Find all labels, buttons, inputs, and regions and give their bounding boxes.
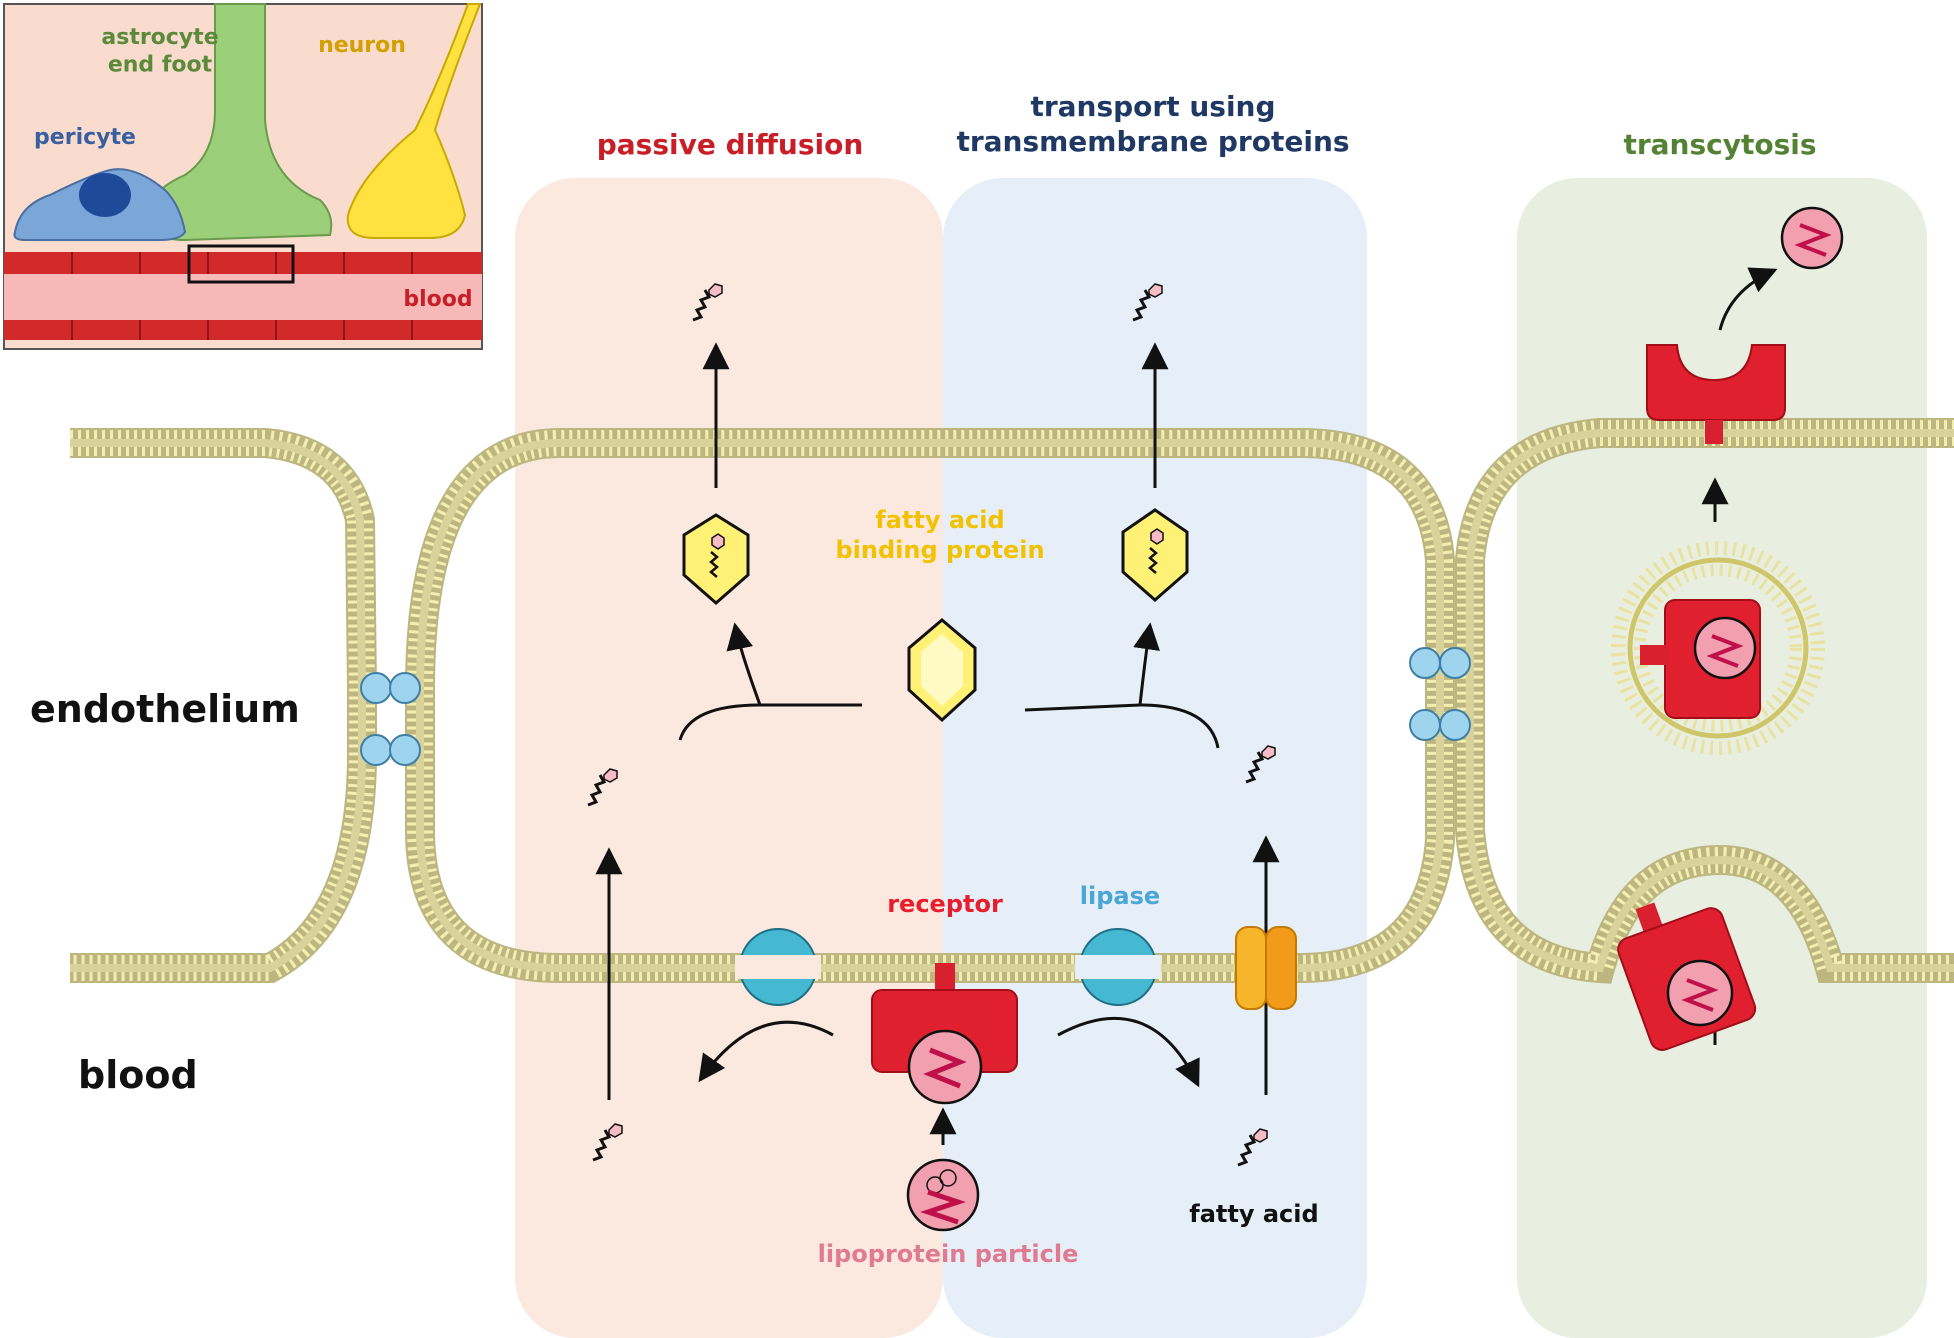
panel-passive-bg xyxy=(515,178,943,1338)
receptor-bound xyxy=(871,963,1018,1105)
vessel-bottom-wall xyxy=(4,320,482,340)
transcytosis-vesicle xyxy=(1611,541,1825,755)
label-fatty-acid: fatty acid xyxy=(1189,1200,1318,1228)
vessel-cell-borders xyxy=(71,252,413,340)
neuron-cell xyxy=(346,3,482,239)
fabp-free xyxy=(907,618,977,723)
fatty-acid-molecule xyxy=(1237,1128,1268,1167)
fabp-bound-left xyxy=(682,513,750,605)
lipoprotein-particle xyxy=(906,1158,980,1232)
membrane-right-cell xyxy=(1455,418,1954,984)
receptor-endocytosis xyxy=(1617,902,1757,1051)
label-receptor: receptor xyxy=(887,890,1003,918)
fatty-acid-molecule xyxy=(1132,283,1163,322)
fatty-acid-molecule xyxy=(692,283,723,322)
inset-label-pericyte: pericyte xyxy=(34,125,136,150)
inset-label-blood: blood xyxy=(403,287,472,312)
zoom-box xyxy=(187,244,295,284)
pericyte-nucleus xyxy=(79,173,131,217)
endothelial-membranes xyxy=(70,418,1954,984)
fatty-acid-molecule xyxy=(587,768,618,807)
title-passive-diffusion: passive diffusion xyxy=(597,128,864,161)
fatty-acids xyxy=(587,283,1276,1167)
lipoprotein-released xyxy=(1780,206,1844,270)
lipase-left xyxy=(735,928,821,1006)
tight-junction-left xyxy=(360,672,421,766)
label-lipoprotein-particle: lipoprotein particle xyxy=(818,1240,1079,1268)
label-blood-side: blood xyxy=(78,1053,198,1097)
tight-junction-right xyxy=(1409,647,1471,741)
fatty-acid-molecule xyxy=(1245,745,1276,784)
membrane-central-cell xyxy=(405,428,1455,983)
panel-transcytosis-bg xyxy=(1517,178,1927,1338)
panel-transport-bg xyxy=(943,178,1367,1338)
label-endothelium: endothelium xyxy=(30,687,300,731)
fabp-bound-right xyxy=(1121,508,1189,602)
lipase-right xyxy=(1075,928,1161,1006)
fatty-acid-molecule xyxy=(592,1123,623,1162)
title-transcytosis: transcytosis xyxy=(1623,128,1816,161)
label-lipase: lipase xyxy=(1080,882,1160,910)
vessel-top-wall xyxy=(4,252,482,274)
membrane-far-left-cell xyxy=(70,428,377,983)
receptor-released xyxy=(1646,344,1786,444)
fatty-acid-transporter xyxy=(1235,926,1297,1010)
inset-label-neuron: neuron xyxy=(318,33,406,58)
